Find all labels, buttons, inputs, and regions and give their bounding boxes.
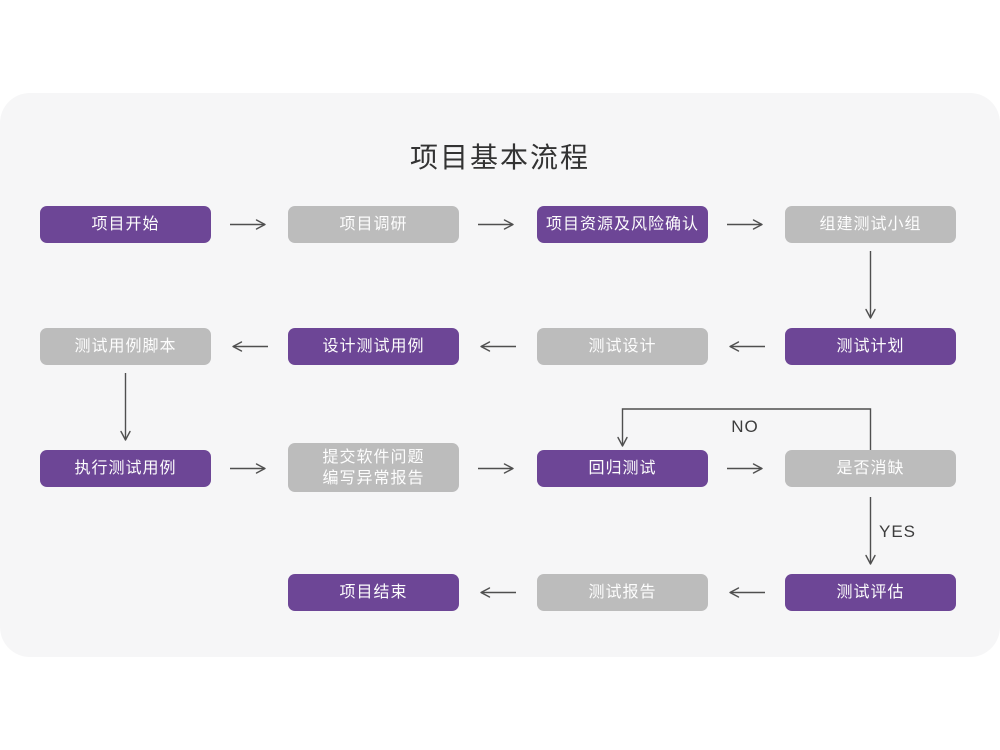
- node-build-team: 组建测试小组: [785, 206, 956, 243]
- node-test-plan: 测试计划: [785, 328, 956, 365]
- node-test-report: 测试报告: [537, 574, 708, 611]
- node-regression-test: 回归测试: [537, 450, 708, 487]
- page-title: 项目基本流程: [409, 142, 590, 173]
- node-submit-issues: 提交软件问题 编写异常报告: [288, 443, 459, 492]
- edge-label-no: NO: [731, 417, 759, 436]
- node-project-start: 项目开始: [40, 206, 211, 243]
- flowchart-card: [0, 93, 1000, 657]
- node-case-script: 测试用例脚本: [40, 328, 211, 365]
- edge-label-yes: YES: [879, 522, 917, 541]
- node-design-cases: 设计测试用例: [288, 328, 459, 365]
- node-resource-risk: 项目资源及风险确认: [537, 206, 708, 243]
- node-project-end: 项目结束: [288, 574, 459, 611]
- node-test-design: 测试设计: [537, 328, 708, 365]
- node-project-research: 项目调研: [288, 206, 459, 243]
- node-execute-cases: 执行测试用例: [40, 450, 211, 487]
- node-test-evaluate: 测试评估: [785, 574, 956, 611]
- node-defect-cleared: 是否消缺: [785, 450, 956, 487]
